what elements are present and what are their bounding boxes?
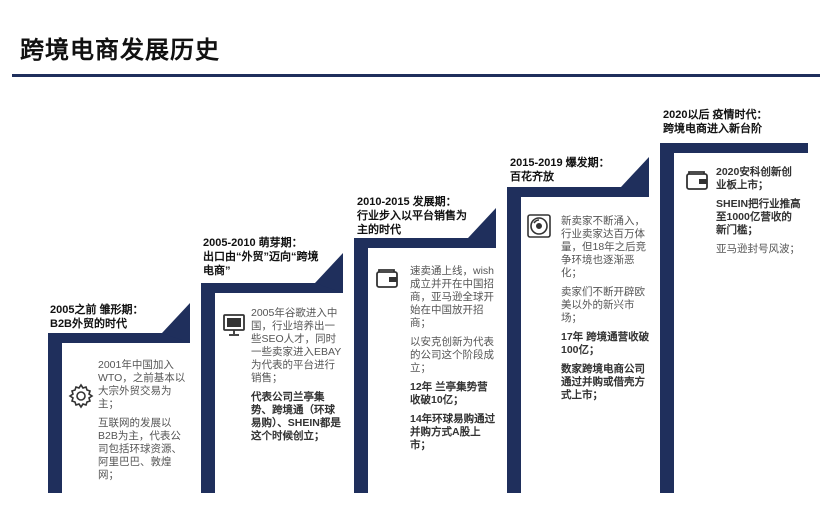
phase-1-period: 2005之前 雏形期： xyxy=(50,304,144,316)
step-2-riser xyxy=(201,283,215,493)
phase-1-paragraph: 互联网的发展以B2B为主，代表公司包括环球资源、阿里巴巴、敦煌网； xyxy=(98,417,182,481)
phase-4-paragraph: 17年 跨境通营收破100亿； xyxy=(561,331,650,356)
phase-5-paragraph: 2020安科创新创业板上市； xyxy=(716,166,792,191)
step-3-notch xyxy=(468,208,496,248)
step-5-bar xyxy=(660,143,808,153)
phase-3-paragraph: 以安克创新为代表的公司这个阶段成立； xyxy=(410,336,494,374)
phase-1-theme: B2B外贸的时代 xyxy=(50,318,128,330)
phase-5-paragraph: 亚马逊封号风波； xyxy=(716,243,800,255)
page-title: 跨境电商发展历史 xyxy=(20,37,220,64)
phase-4-paragraph: 数家跨境电商公司通过并购或借壳方式上市； xyxy=(561,363,645,401)
phase-4-heading: 2015-2019 爆发期： 百花齐放 xyxy=(510,156,640,184)
disc-icon xyxy=(527,214,551,238)
phase-3-paragraph: 12年 兰亭集势营收破10亿； xyxy=(410,381,488,406)
phase-4-theme: 百花齐放 xyxy=(510,171,554,183)
step-4-riser xyxy=(507,187,521,493)
phase-1-paragraph: 2001年中国加入WTO，之前基本以大宗外贸交易为主； xyxy=(98,359,186,410)
phase-3-details: 速卖通上线，wish成立并开在中国招商，亚马逊全球开始在中国放开招商； 以安克创新… xyxy=(410,265,496,458)
gear-icon xyxy=(68,383,94,409)
phase-1-details: 2001年中国加入WTO，之前基本以大宗外贸交易为主； 互联网的发展以B2B为主，… xyxy=(98,359,190,488)
phase-2-paragraph: 代表公司兰亭集势、跨境通（环球易购）、SHEIN都是这个时候创立； xyxy=(251,391,341,442)
phase-3-period: 2010-2015 发展期： xyxy=(357,196,457,208)
monitor-icon xyxy=(223,314,245,336)
phase-5-details: 2020安科创新创业板上市； SHEIN把行业推高至1000亿营收的新门槛； 亚马逊… xyxy=(716,166,802,262)
step-1-bar xyxy=(48,333,190,343)
step-2-bar xyxy=(201,283,343,293)
phase-4-details: 新卖家不断涌入，行业卖家达百万体量，但18年之后竞争环境也逐渐恶化； 卖家们不断开… xyxy=(561,215,653,408)
phase-2-heading: 2005-2010 萌芽期： 出口由“外贸”迈向“跨境电商” xyxy=(203,236,323,278)
step-2-notch xyxy=(315,253,343,293)
step-4-bar xyxy=(507,187,649,197)
step-1-notch xyxy=(162,303,190,343)
step-3-riser xyxy=(354,238,368,493)
step-1-riser xyxy=(48,333,62,493)
step-4-notch xyxy=(621,157,649,197)
phase-3-theme: 行业步入以平台销售为主的时代 xyxy=(357,210,467,236)
phase-2-paragraph: 2005年谷歌进入中国，行业培养出一些SEO人才，同时一些卖家进入EBAY为代表… xyxy=(251,307,342,384)
phase-2-theme: 出口由“外贸”迈向“跨境电商” xyxy=(203,251,319,277)
phase-5-theme: 跨境电商进入新台阶 xyxy=(663,123,762,135)
step-5-riser xyxy=(660,143,674,493)
phase-4-paragraph: 新卖家不断涌入，行业卖家达百万体量，但18年之后竞争环境也逐渐恶化； xyxy=(561,215,647,279)
phase-3-heading: 2010-2015 发展期： 行业步入以平台销售为主的时代 xyxy=(357,195,472,237)
phase-5-period: 2020以后 疫情时代： xyxy=(663,109,768,121)
phase-5-paragraph: SHEIN把行业推高至1000亿营收的新门槛； xyxy=(716,198,801,236)
step-3-bar xyxy=(354,238,496,248)
wallet-icon xyxy=(686,171,708,190)
phase-4-paragraph: 卖家们不断开辟欧美以外的新兴市场； xyxy=(561,286,645,324)
wallet-icon xyxy=(376,269,398,288)
phase-1-heading: 2005之前 雏形期： B2B外贸的时代 xyxy=(50,303,190,331)
phase-5-heading: 2020以后 疫情时代： 跨境电商进入新台阶 xyxy=(663,108,813,136)
phase-4-period: 2015-2019 爆发期： xyxy=(510,157,610,169)
phase-2-details: 2005年谷歌进入中国，行业培养出一些SEO人才，同时一些卖家进入EBAY为代表… xyxy=(251,307,343,449)
phase-3-paragraph: 14年环球易购通过并购方式A股上市； xyxy=(410,413,496,451)
title-divider xyxy=(12,74,820,77)
phase-2-period: 2005-2010 萌芽期： xyxy=(203,237,303,249)
phase-3-paragraph: 速卖通上线，wish成立并开在中国招商，亚马逊全球开始在中国放开招商； xyxy=(410,265,495,329)
